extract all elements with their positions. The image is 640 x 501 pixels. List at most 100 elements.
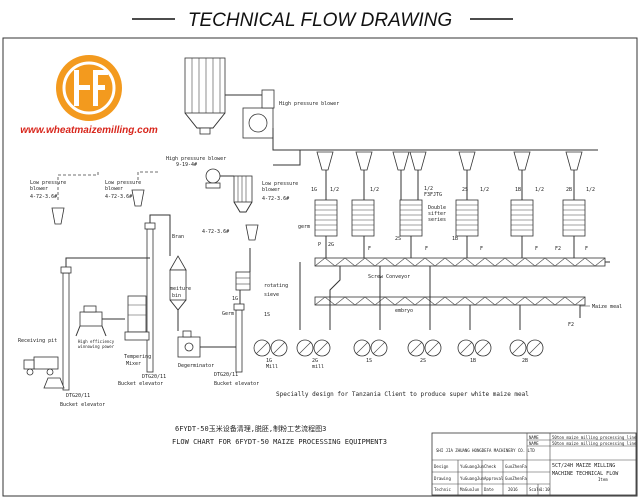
mill-label-2g: 2G	[312, 358, 318, 364]
mill-label-2g-b: mill	[312, 364, 324, 370]
footnote: Specially design for Tanzania Client to …	[276, 391, 529, 398]
sifter-tag-4: F3FJTG	[424, 192, 442, 198]
sifter-tag-6: 2S	[462, 187, 468, 193]
tb-name-label-1: NAME	[529, 435, 539, 440]
flow-tag-7: F	[480, 246, 483, 252]
label-germ-left: Germ	[222, 311, 234, 317]
label-tempering-mixer: Tempering	[124, 354, 151, 360]
plansifter-2	[351, 170, 375, 237]
screw-conveyor-lower	[314, 296, 586, 306]
sifter-tag-7: 1/2	[480, 187, 489, 193]
label-destoner-b: winnowing power	[78, 344, 115, 349]
label-hp-blower-top: High pressure blower	[279, 101, 339, 107]
tb-r2-c4: Scale	[529, 487, 542, 492]
label-lp-blower-2: Low pressure	[105, 180, 141, 186]
high-pressure-blower-top	[225, 89, 275, 139]
rotating-sieve	[235, 271, 251, 291]
sifter-tag-8: 1B	[515, 187, 521, 193]
high-pressure-blower-mid	[205, 168, 221, 189]
flow-tag-10: F	[585, 246, 588, 252]
sifter-tag-11: 1/2	[586, 187, 595, 193]
roller-mill-2s	[407, 339, 442, 357]
website-link[interactable]: www.wheatmaizemilling.com	[20, 125, 158, 136]
label-bucket-elevator-1: Bucket elevator	[60, 402, 105, 408]
flow-tag-9: F2	[555, 246, 561, 252]
flow-tag-8: F	[535, 246, 538, 252]
receiving-pit-truck	[23, 356, 65, 389]
flow-tag-11: F2	[568, 322, 574, 328]
flow-tag-1g-side: 1G	[232, 296, 238, 302]
cyclone-left-1	[51, 207, 65, 225]
tb-name-val-1: 50ton maize milling processing line	[552, 435, 637, 440]
label-blower-4: 4-72-3.6#	[202, 229, 229, 235]
mill-label-1s: 1S	[366, 358, 372, 364]
suction-main-line	[272, 128, 598, 151]
flow-tag-1: P	[318, 242, 321, 248]
logo-ring	[62, 61, 116, 115]
roller-mill-2g	[296, 339, 331, 357]
label-bucket-elevator-3: Bucket elevator	[214, 381, 259, 387]
label-meiture-bin-b: bin	[172, 293, 181, 299]
mill-label-1b: 1B	[470, 358, 476, 364]
plansifter-3	[399, 170, 423, 237]
label-degerminator: Degerminator	[178, 363, 214, 369]
label-hp-blower-mid-spec: 9-19-4#	[176, 162, 197, 168]
mill-label-1g-b: Mill	[266, 364, 278, 370]
mill-label-2b: 2B	[522, 358, 528, 364]
label-double-sifter-b: sifter	[428, 211, 446, 217]
label-screw-conveyor: Screw Conveyor	[368, 274, 410, 280]
label-lp-blower-1b: blower	[30, 186, 48, 192]
label-lp-blower-3b: blower	[262, 187, 280, 193]
meiture-bin	[169, 255, 187, 311]
flow-tag-6: 1B	[452, 236, 458, 242]
flow-tag-4: 2S	[395, 236, 401, 242]
tb-r2-c5: 1:10	[540, 487, 550, 492]
label-embryo: embryo	[395, 308, 413, 314]
label-lp-blower-1-spec: 4-72-3.6#	[30, 194, 57, 200]
tb-item: Item	[598, 477, 608, 482]
tb-r1-c3: GuoZhenFa	[505, 476, 527, 481]
tb-project: 5CT/24H MAIZE MILLING	[552, 463, 615, 469]
drawing-frame	[2, 37, 638, 497]
label-lp-blower-2-spec: 4-72-3.6#	[105, 194, 132, 200]
sifter-tag-3: 1/2	[370, 187, 379, 193]
label-bucket-elevator-2: Bucket elevator	[118, 381, 163, 387]
bag-filter-top	[184, 57, 226, 135]
tb-r2-c1: MaGuoJun	[460, 487, 480, 492]
page-title: TECHNICAL FLOW DRAWING	[188, 10, 452, 31]
sifter-tag-2: 1/2	[330, 187, 339, 193]
tb-r0-c1: YuGuangJun	[460, 464, 485, 469]
label-bran: Bran	[172, 234, 184, 240]
label-tempering-mixer-b: Mixer	[126, 361, 141, 367]
tb-name-label-2: NAME	[529, 441, 539, 446]
tb-r0-c2: Check	[484, 464, 497, 469]
sifter-tag-5: 1/2	[424, 186, 433, 192]
sifter-tag-1: 1G	[311, 187, 317, 193]
label-lp-blower-3-spec: 4-72-3.6#	[262, 196, 289, 202]
tb-r1-c1: YuGuangJun	[460, 476, 485, 481]
flow-tag-1s-side: 1S	[264, 312, 270, 318]
tb-project-b: MACHINE TECHNICAL FLOW	[552, 471, 619, 477]
tb-r0-c3: GuoZhenFa	[505, 464, 527, 469]
label-lp-blower-1: Low pressure	[30, 180, 66, 186]
tb-r2-c3: 2016	[508, 487, 518, 492]
label-rotating-sieve-b: sieve	[264, 292, 279, 298]
label-receiving-pit: Receiving pit	[18, 338, 57, 344]
roller-mill-1s	[353, 339, 388, 357]
code-elevator-2: DTG20/11	[142, 374, 166, 380]
label-hp-blower-mid: High pressure blower	[166, 156, 226, 162]
caption-cn: 6FYDT-50玉米设备清理,脱胚,制粉工艺流程图3	[175, 424, 326, 433]
title-block	[431, 432, 637, 496]
code-elevator-1: DTG20/11	[66, 393, 90, 399]
plansifter-5	[510, 170, 534, 237]
tb-r2-c2: Date	[484, 487, 494, 492]
label-rotating-sieve: rotating	[264, 283, 288, 289]
cyclone-mid	[245, 224, 259, 241]
tb-name-val-2: 50ton maize milling processing line	[552, 441, 637, 446]
flow-tag-2: 2G	[328, 242, 334, 248]
label-destoner: High efficiency	[78, 339, 115, 344]
website-band	[7, 123, 173, 135]
tb-r1-c0: Drawing	[434, 476, 451, 481]
label-double-sifter: Double	[428, 205, 446, 211]
